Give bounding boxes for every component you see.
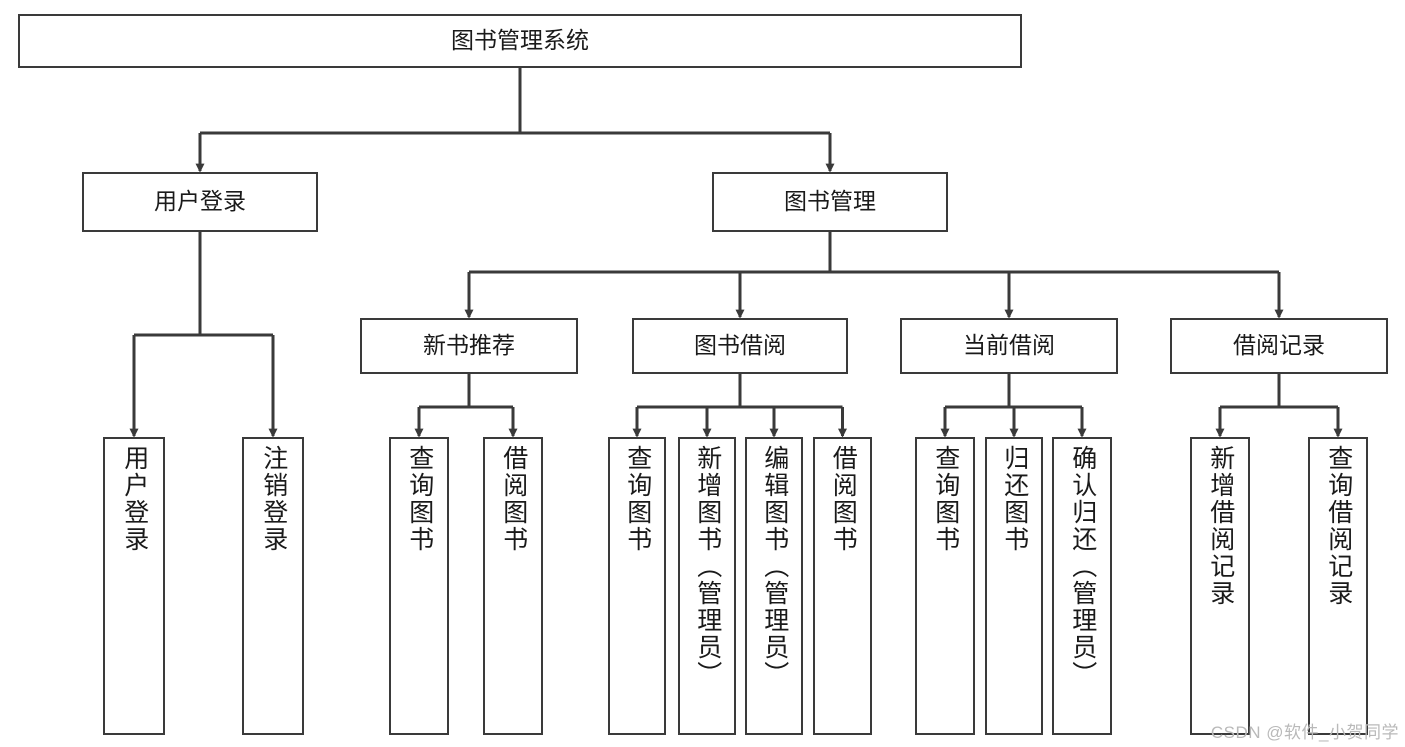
node-leaf-return-book[interactable]: 归还图书 (985, 437, 1043, 735)
node-label-leaf-edit-book: 编辑图书（管理员） (760, 445, 789, 688)
node-label-book-manage: 图书管理 (784, 188, 876, 215)
node-leaf-borrow-book-2[interactable]: 借阅图书 (813, 437, 872, 735)
node-label-leaf-query-record: 查询借阅记录 (1324, 445, 1353, 607)
node-label-borrow-record: 借阅记录 (1233, 332, 1325, 359)
node-leaf-add-record[interactable]: 新增借阅记录 (1190, 437, 1250, 735)
node-label-leaf-return-book: 归还图书 (1000, 445, 1029, 553)
node-new-book-rec[interactable]: 新书推荐 (360, 318, 578, 374)
node-label-leaf-borrow-book-1: 借阅图书 (499, 445, 528, 553)
node-label-book-borrow: 图书借阅 (694, 332, 786, 359)
node-leaf-edit-book[interactable]: 编辑图书（管理员） (745, 437, 803, 735)
node-label-user-login: 用户登录 (154, 188, 246, 215)
node-leaf-borrow-book-1[interactable]: 借阅图书 (483, 437, 543, 735)
node-leaf-query-record[interactable]: 查询借阅记录 (1308, 437, 1368, 735)
node-label-leaf-query-book-3: 查询图书 (931, 445, 960, 553)
node-label-leaf-query-book-2: 查询图书 (623, 445, 652, 553)
node-leaf-logout[interactable]: 注销登录 (242, 437, 304, 735)
node-user-login[interactable]: 用户登录 (82, 172, 318, 232)
node-label-leaf-add-book: 新增图书（管理员） (693, 445, 722, 688)
node-leaf-add-book[interactable]: 新增图书（管理员） (678, 437, 736, 735)
node-label-leaf-borrow-book-2: 借阅图书 (829, 445, 858, 553)
node-book-manage[interactable]: 图书管理 (712, 172, 948, 232)
node-current-borrow[interactable]: 当前借阅 (900, 318, 1118, 374)
node-leaf-query-book-3[interactable]: 查询图书 (915, 437, 975, 735)
node-label-root: 图书管理系统 (451, 27, 589, 54)
watermark-text: CSDN @软件_小贺同学 (1210, 723, 1399, 742)
node-root[interactable]: 图书管理系统 (18, 14, 1022, 68)
node-borrow-record[interactable]: 借阅记录 (1170, 318, 1388, 374)
edge-group (129, 68, 1343, 438)
node-leaf-confirm-return[interactable]: 确认归还（管理员） (1052, 437, 1112, 735)
node-leaf-user-login[interactable]: 用户登录 (103, 437, 165, 735)
node-leaf-query-book-1[interactable]: 查询图书 (389, 437, 449, 735)
node-label-leaf-user-login: 用户登录 (120, 445, 149, 553)
node-label-leaf-query-book-1: 查询图书 (405, 445, 434, 553)
node-leaf-query-book-2[interactable]: 查询图书 (608, 437, 666, 735)
node-label-leaf-logout: 注销登录 (259, 445, 288, 553)
node-label-leaf-confirm-return: 确认归还（管理员） (1068, 445, 1097, 688)
node-label-current-borrow: 当前借阅 (963, 332, 1055, 359)
node-label-new-book-rec: 新书推荐 (423, 332, 515, 359)
node-label-leaf-add-record: 新增借阅记录 (1206, 445, 1235, 607)
node-book-borrow[interactable]: 图书借阅 (632, 318, 848, 374)
